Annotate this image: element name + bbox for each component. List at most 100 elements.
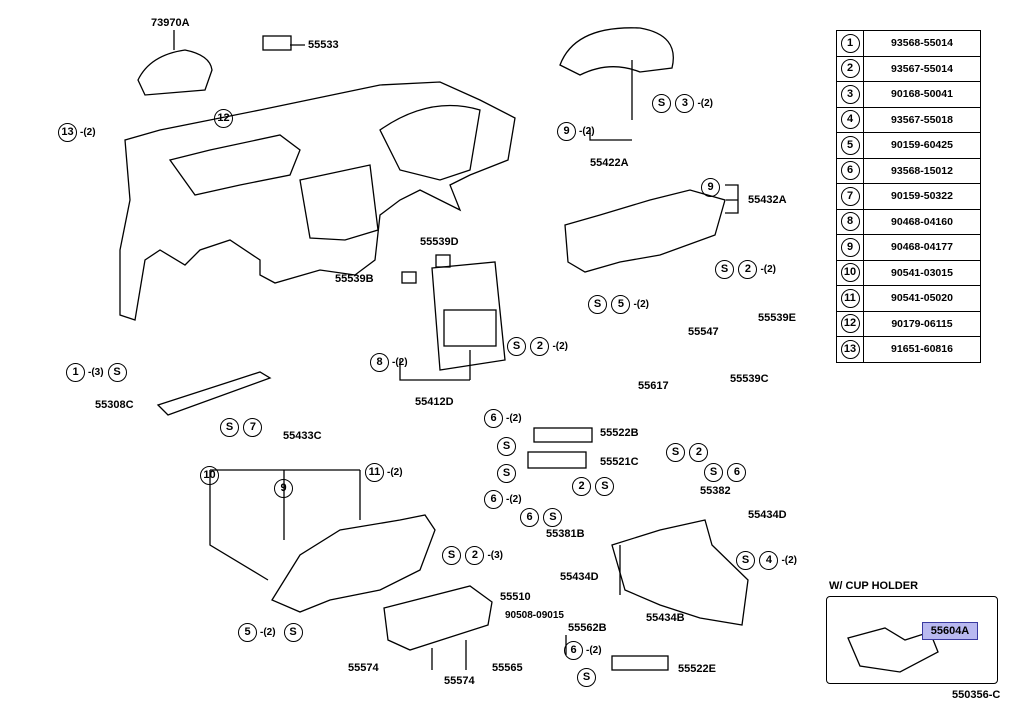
label-55539D: 55539D: [420, 236, 459, 248]
label-55574-bottom: 55574: [444, 675, 475, 687]
callout-8: 8-(2): [370, 352, 408, 372]
cup-holder-title: W/ CUP HOLDER: [829, 580, 919, 592]
legend-part-code[interactable]: 93567-55018: [863, 106, 981, 133]
document-id: 550356-C: [952, 689, 1001, 701]
callout-5-lower: 5-(2)S: [238, 622, 303, 642]
legend-part-code[interactable]: 90541-05020: [863, 285, 981, 312]
label-55539E: 55539E: [758, 312, 796, 324]
label-55539B: 55539B: [335, 273, 374, 285]
dashboard-vent-left: [168, 134, 301, 196]
callout-s-b: S: [497, 463, 516, 483]
legend-number: 3: [836, 81, 864, 108]
label-55533: 55533: [308, 39, 339, 51]
callout-2s: 2 S: [572, 476, 615, 496]
legend-number-circle: 9: [840, 237, 860, 257]
legend-part-code[interactable]: 90541-03015: [863, 259, 981, 286]
part-55522B-shape: [533, 427, 593, 443]
part-55533-shape: [262, 35, 292, 51]
label-90508-09015: 90508-09015: [505, 610, 564, 621]
legend-part-code[interactable]: 91651-60816: [863, 336, 981, 363]
callout-s-a: S: [497, 436, 516, 456]
label-55565: 55565: [492, 662, 523, 674]
label-55539C: 55539C: [730, 373, 769, 385]
legend-number-circle: 7: [840, 186, 860, 206]
legend-part-code[interactable]: 90159-50322: [863, 183, 981, 210]
callout-6-bottom-qty: -(2): [586, 645, 602, 656]
legend-part-code[interactable]: 90159-60425: [863, 132, 981, 159]
legend-number-circle: 13: [840, 339, 860, 359]
callout-6-bottom: 6-(2): [564, 640, 602, 660]
label-55434B: 55434B: [646, 612, 685, 624]
legend-number: 12: [836, 310, 864, 337]
callout-s7: S 7: [220, 417, 263, 437]
legend-number: 8: [836, 208, 864, 235]
callout-6-top: 6-(2): [484, 408, 522, 428]
label-55308C: 55308C: [95, 399, 134, 411]
part-55604A-shape: [847, 627, 939, 673]
label-55510: 55510: [500, 591, 531, 603]
legend-number: 13: [836, 336, 864, 363]
callout-s2-right: S 2: [666, 442, 709, 462]
label-55433C: 55433C: [283, 430, 322, 442]
callout-13: 13-(2): [58, 122, 96, 142]
callout-6s: 6 S: [520, 507, 563, 527]
label-55522B: 55522B: [600, 427, 639, 439]
part-55308C-shape: [156, 371, 272, 416]
part-55432A-shape: [564, 189, 726, 273]
callout-9-lower: 9: [274, 478, 293, 498]
legend-part-code[interactable]: 93567-55014: [863, 55, 981, 82]
legend-number: 9: [836, 234, 864, 261]
part-55433C-shape: [271, 514, 436, 613]
callout-9-panel: 9: [701, 177, 720, 197]
legend-number-circle: 1: [840, 33, 860, 53]
legend-part-code[interactable]: 90468-04160: [863, 208, 981, 235]
callout-s3-qty: -(2): [697, 98, 714, 109]
part-55422A-shape: [559, 27, 674, 76]
legend-part-code[interactable]: 90468-04177: [863, 234, 981, 261]
legend-number: 2: [836, 55, 864, 82]
callout-6-top-qty: -(2): [506, 413, 522, 424]
legend-number-circle: 2: [840, 59, 860, 79]
callout-6-mid: 6-(2): [484, 489, 522, 509]
legend-number: 7: [836, 183, 864, 210]
part-55510-shape: [383, 585, 493, 651]
callout-s5: S 5-(2): [588, 294, 649, 314]
part-55539B-shape: [401, 271, 417, 284]
dashboard-outline: [119, 81, 516, 321]
label-55434D-right: 55434D: [748, 509, 787, 521]
callout-9-cluster: 9-(2): [557, 121, 595, 141]
legend-part-code[interactable]: 93568-55014: [863, 30, 981, 57]
legend-part-code[interactable]: 90168-50041: [863, 81, 981, 108]
label-55604A[interactable]: 55604A: [922, 622, 978, 640]
label-55381B: 55381B: [546, 528, 585, 540]
part-55539D-shape: [435, 254, 451, 268]
legend-number-circle: 8: [840, 212, 860, 232]
legend-number-circle: 11: [840, 288, 860, 308]
label-55382: 55382: [700, 485, 731, 497]
callout-s4-qty: -(2): [781, 555, 798, 566]
part-73970A-shape: [137, 49, 213, 96]
legend-number: 6: [836, 157, 864, 184]
label-55522E: 55522E: [678, 663, 716, 675]
legend-part-code[interactable]: 90179-06115: [863, 310, 981, 337]
callout-5-lower-qty: -(2): [260, 627, 276, 638]
part-55412D-shape: [431, 261, 506, 371]
part-55522E-shape: [611, 655, 669, 671]
callout-9-qty: -(2): [579, 126, 595, 137]
legend-number-circle: 3: [840, 84, 860, 104]
legend-number: 1: [836, 30, 864, 57]
label-55521C: 55521C: [600, 456, 639, 468]
callout-s4: S 4-(2): [736, 550, 797, 570]
callout-1s: 1-(3)S: [66, 362, 127, 382]
legend-part-code[interactable]: 93568-15012: [863, 157, 981, 184]
